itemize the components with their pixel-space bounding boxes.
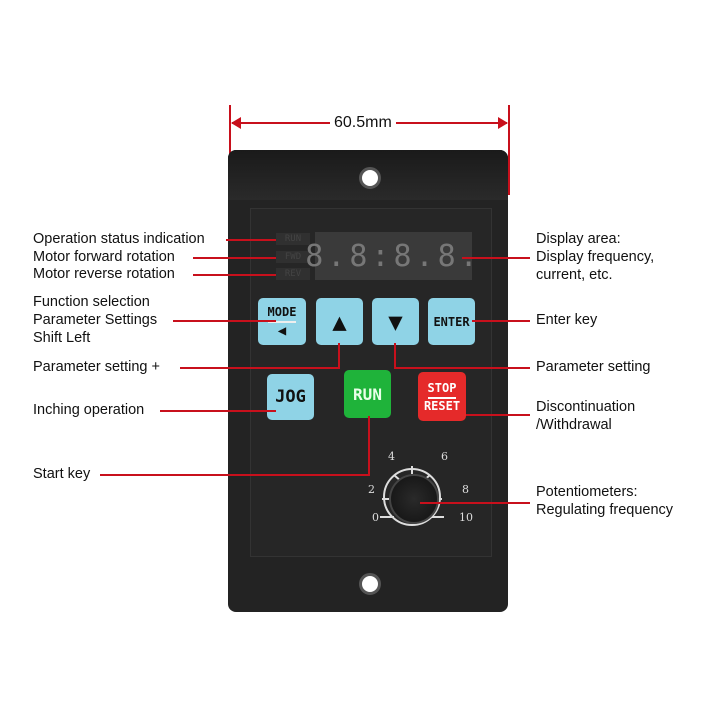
label-function-2: Parameter Settings: [33, 312, 158, 328]
dial-tick-8: 8: [462, 483, 469, 496]
label-stop-2: /Withdrawal: [536, 417, 612, 433]
leader-enter: [472, 320, 530, 322]
label-start: Start key: [33, 466, 91, 482]
label-param-plus: Parameter setting +: [33, 359, 160, 375]
mode-label: MODE: [267, 305, 297, 323]
label-pot-1: Potentiometers:: [536, 484, 638, 500]
arrow-up-icon: ▲: [332, 307, 347, 336]
leader-up-v: [338, 343, 340, 369]
leader-up-h: [180, 367, 340, 369]
jog-button[interactable]: JOG: [267, 374, 314, 420]
label-display-1: Display area:: [536, 231, 621, 247]
stop-reset-button[interactable]: STOP RESET: [418, 372, 466, 421]
label-function-3: Shift Left: [33, 330, 91, 346]
arrow-left-icon: [231, 117, 241, 129]
leader-forward: [193, 257, 276, 259]
label-display-2: Display frequency,: [536, 249, 655, 265]
shift-left-icon: ◀: [277, 322, 287, 339]
leader-run-h: [100, 474, 370, 476]
leader-down-v: [394, 343, 396, 369]
run-button[interactable]: RUN: [344, 370, 391, 418]
indicator-fwd: FWD: [276, 251, 310, 263]
label-inching: Inching operation: [33, 402, 145, 418]
label-reverse: Motor reverse rotation: [33, 266, 175, 282]
indicator-rev: REV: [276, 268, 310, 280]
leader-display: [462, 257, 530, 259]
dial-tick-2: 2: [368, 483, 375, 496]
leader-status: [226, 239, 276, 241]
leader-jog: [160, 410, 276, 412]
indicator-run: RUN: [276, 233, 310, 245]
display-area: 8.8:8.8.: [305, 232, 478, 280]
arrow-right-icon: [498, 117, 508, 129]
up-button[interactable]: ▲: [316, 298, 363, 345]
dimension-extension-left: [229, 105, 231, 195]
dial-tick-6: 6: [441, 450, 448, 463]
dial-tick-10: 10: [459, 511, 473, 524]
dimension-extension-right: [508, 105, 510, 195]
potentiometer-knob[interactable]: [389, 474, 439, 524]
mounting-hole-bottom: [359, 573, 381, 595]
label-pot-2: Regulating frequency: [536, 502, 674, 518]
label-enter: Enter key: [536, 312, 598, 328]
leader-reverse: [193, 274, 276, 276]
leader-run-v: [368, 416, 370, 476]
enter-button[interactable]: ENTER: [428, 298, 475, 345]
arrow-down-icon: ▼: [388, 307, 403, 336]
down-button[interactable]: ▼: [372, 298, 419, 345]
stop-label: STOP: [427, 381, 457, 399]
dimension-label: 60.5mm: [330, 114, 396, 132]
label-function-1: Function selection: [33, 294, 150, 310]
leader-down-h: [394, 367, 530, 369]
dial-tick-0: 0: [372, 511, 379, 524]
reset-label: RESET: [423, 398, 461, 413]
label-param-minus: Parameter setting: [536, 359, 651, 375]
label-stop-1: Discontinuation: [536, 399, 636, 415]
label-status: Operation status indication: [33, 231, 205, 247]
dial-tick-4: 4: [388, 450, 395, 463]
leader-pot: [420, 502, 530, 504]
mounting-hole-top: [359, 167, 381, 189]
leader-stop: [466, 414, 530, 416]
label-display-3: current, etc.: [536, 267, 613, 283]
label-forward: Motor forward rotation: [33, 249, 175, 265]
leader-mode: [173, 320, 276, 322]
